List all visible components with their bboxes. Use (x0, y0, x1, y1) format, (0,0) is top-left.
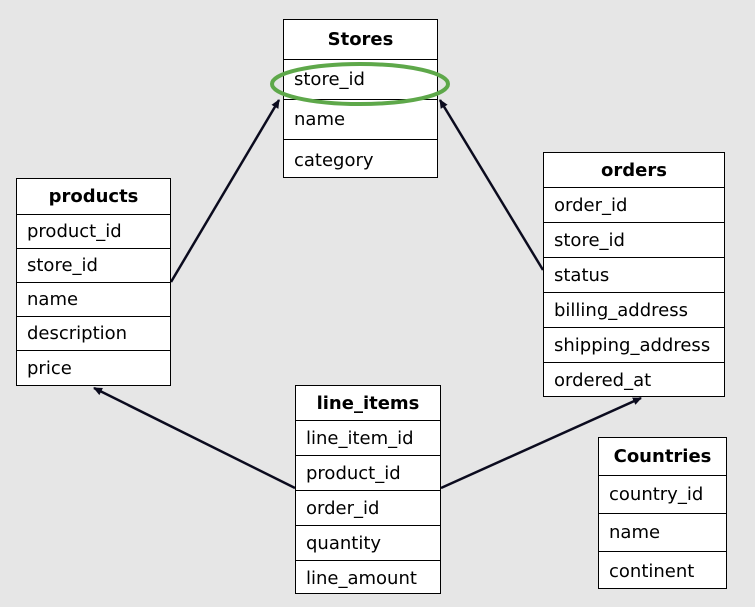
field-shipping-address[interactable]: shipping_address (544, 328, 724, 363)
field-country-id[interactable]: country_id (599, 476, 726, 514)
relation-products-to-stores (169, 99, 281, 283)
field-name[interactable]: name (599, 514, 726, 552)
field-line-amount[interactable]: line_amount (306, 568, 417, 589)
field-store-id[interactable]: store_id (284, 60, 437, 100)
entity-orders[interactable]: orders order_id store_id status billing_… (543, 152, 725, 397)
entity-products[interactable]: products product_id store_id name descri… (16, 178, 171, 386)
relation-orders-to-stores (438, 99, 545, 271)
field-status[interactable]: status (544, 258, 724, 293)
field-name[interactable]: name (284, 100, 437, 140)
field-description[interactable]: description (17, 317, 170, 351)
field-quantity[interactable]: quantity (296, 526, 440, 561)
field-name[interactable]: name (17, 283, 170, 317)
field-continent[interactable]: continent (609, 560, 695, 582)
field-order-id[interactable]: order_id (544, 188, 724, 223)
field-ordered-at[interactable]: ordered_at (554, 370, 652, 391)
relation-line-items-to-products (93, 386, 296, 490)
entity-title: Stores (284, 20, 437, 60)
entity-title: products (17, 179, 170, 215)
entity-stores[interactable]: Stores store_id name category (283, 19, 438, 178)
field-product-id[interactable]: product_id (296, 456, 440, 491)
field-product-id[interactable]: product_id (17, 215, 170, 249)
entity-line-items[interactable]: line_items line_item_id product_id order… (295, 385, 441, 594)
field-store-id[interactable]: store_id (544, 223, 724, 258)
entity-title: Countries (599, 438, 726, 476)
field-price[interactable]: price (27, 357, 72, 379)
field-order-id[interactable]: order_id (296, 491, 440, 526)
entity-title: line_items (296, 386, 440, 421)
entity-title: orders (544, 153, 724, 188)
field-billing-address[interactable]: billing_address (544, 293, 724, 328)
relation-line-items-to-orders (440, 396, 642, 490)
field-store-id[interactable]: store_id (17, 249, 170, 283)
entity-countries[interactable]: Countries country_id name continent (598, 437, 727, 589)
field-category[interactable]: category (294, 149, 374, 171)
field-line-item-id[interactable]: line_item_id (296, 421, 440, 456)
